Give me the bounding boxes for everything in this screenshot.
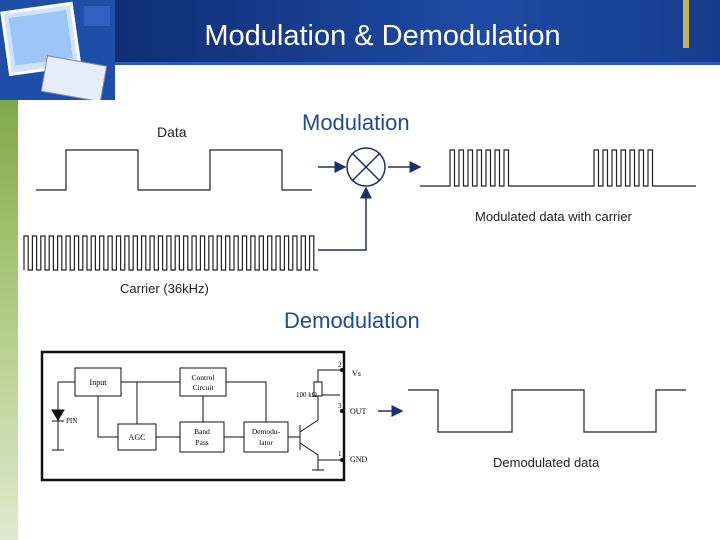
- pin-number-2: 2: [338, 361, 342, 369]
- modulated-signal: [420, 149, 696, 187]
- gnd-label: GND: [350, 455, 368, 464]
- out-label: OUT: [350, 407, 367, 416]
- demodulator-block-label-1: Demodu-: [252, 427, 281, 436]
- bandpass-block-label-1: Band: [194, 427, 210, 436]
- pin-label: PIN: [66, 417, 77, 425]
- data-label: Data: [157, 124, 187, 140]
- carrier-signal: [23, 235, 318, 271]
- demodulation-heading: Demodulation: [284, 308, 420, 333]
- title-bar: Modulation & Demodulation: [115, 0, 720, 65]
- control-block-label-1: Control: [192, 373, 215, 382]
- pin-number-1: 1: [338, 450, 342, 458]
- control-block-label-2: Circuit: [193, 383, 215, 392]
- modulated-label: Modulated data with carrier: [475, 209, 632, 224]
- data-signal: [36, 149, 312, 191]
- demodulated-label: Demodulated data: [493, 455, 600, 470]
- computer-logo-icon: [0, 0, 115, 100]
- slide-header: Modulation & Demodulation: [0, 0, 720, 100]
- pin-number-3: 3: [338, 402, 342, 410]
- left-decor-strip: [0, 100, 18, 540]
- slide-title: Modulation & Demodulation: [204, 20, 561, 52]
- vs-label: Vs: [352, 369, 361, 378]
- agc-block-label: AGC: [129, 433, 146, 442]
- carrier-to-mixer-line: [318, 186, 372, 251]
- resistor-label: 100 kΩ: [296, 391, 317, 399]
- input-block-label: Input: [90, 378, 108, 387]
- title-accent-bar: [683, 0, 689, 48]
- demodulator-block-label-2: lator: [259, 438, 273, 447]
- resistor-icon: [313, 381, 323, 397]
- carrier-label: Carrier (36kHz): [120, 281, 209, 296]
- demodulated-signal: [408, 389, 686, 433]
- bandpass-block-label-2: Pass: [195, 438, 208, 447]
- modulation-heading: Modulation: [302, 110, 410, 135]
